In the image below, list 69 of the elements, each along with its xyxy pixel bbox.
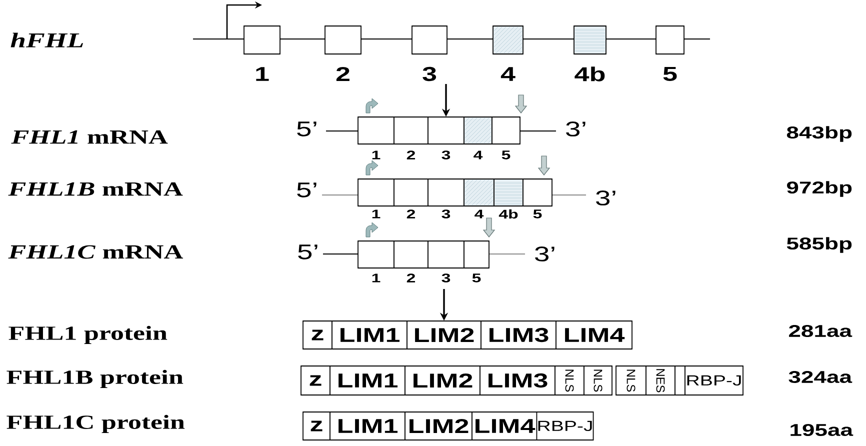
exon-box: 2 — [394, 178, 428, 218]
domain-box: LIM3 — [480, 320, 556, 350]
size-label: 324aa — [788, 370, 852, 384]
end-label: 5’ — [297, 122, 316, 136]
row-label: hFHL — [10, 32, 83, 48]
domain-box: NLS — [554, 366, 584, 396]
end-label: 3’ — [596, 190, 616, 206]
exon-box: 3 — [428, 116, 464, 160]
end-label: 5’ — [297, 182, 316, 198]
exon-box: 3 — [412, 26, 448, 82]
exon-box: 2 — [394, 240, 428, 282]
exon-box: 4 — [464, 116, 492, 160]
exon-box: 4b — [494, 178, 524, 219]
node-label: 5 — [663, 67, 677, 81]
end-label: 3’ — [535, 246, 554, 262]
exon-box: 1 — [358, 116, 394, 160]
size-label: 843bp — [786, 126, 852, 142]
domain-box: NLS — [584, 366, 612, 396]
exon-box: 4 — [492, 26, 524, 81]
exon-box: 5 — [464, 240, 490, 282]
domain-box: z — [302, 320, 332, 350]
node-label: 4b — [574, 66, 605, 82]
exon-box: 1 — [358, 178, 394, 218]
domain-box: NLS — [616, 366, 646, 396]
domain-box: LIM2 — [404, 412, 472, 440]
node-label: 3 — [422, 66, 436, 82]
row-label: FHL1 protein — [8, 326, 168, 344]
exon-box: 5 — [522, 178, 552, 218]
node-label: 3 — [442, 274, 450, 282]
size-label: 585bp — [786, 237, 852, 253]
node-label: 2 — [336, 67, 350, 81]
node-label: 4 — [474, 210, 484, 218]
size-label: 281aa — [789, 324, 852, 338]
end-label: 5’ — [298, 244, 318, 260]
exon-box: 5 — [492, 116, 520, 160]
end-label: 3’ — [566, 122, 586, 136]
exon-box: 2 — [394, 116, 428, 160]
domain-box: LIM4 — [472, 412, 538, 440]
exon-box: 1 — [244, 26, 280, 81]
row-label: FHL1C mRNA — [8, 245, 183, 259]
domain-box: RBP-J — [536, 412, 594, 440]
size-label: 195aa — [790, 424, 854, 436]
node-label: 2 — [406, 150, 416, 160]
node-label: 2 — [406, 210, 416, 218]
exon-box: 2 — [324, 26, 362, 81]
row-label: FHL1C protein — [6, 414, 185, 434]
domain-box: LIM4 — [556, 320, 632, 350]
exon-box: 4b — [574, 26, 606, 82]
exon-box: 4 — [464, 178, 494, 218]
node-label: 4b — [498, 209, 518, 219]
exon-box: 3 — [428, 178, 464, 218]
node-label: 2 — [406, 274, 416, 282]
exon-box: 3 — [428, 240, 464, 282]
node-label: 4 — [500, 67, 516, 81]
row-label: FHL1B mRNA — [8, 182, 183, 196]
domain-box: LIM2 — [404, 366, 480, 396]
domain-box: z — [300, 366, 330, 396]
domain-box: LIM2 — [406, 320, 482, 350]
row-label: FHL1B protein — [6, 370, 184, 388]
size-label: 972bp — [787, 181, 852, 197]
exon-box: 5 — [656, 26, 684, 81]
node-label: 4 — [474, 150, 483, 160]
domain-box — [674, 366, 686, 396]
node-label: 3 — [442, 150, 450, 160]
node-label: 1 — [256, 67, 269, 81]
exon-box: 1 — [358, 240, 394, 282]
node-label: 3 — [442, 210, 450, 218]
domain-box: z — [302, 412, 330, 440]
row-label: FHL1 mRNA — [11, 130, 168, 144]
